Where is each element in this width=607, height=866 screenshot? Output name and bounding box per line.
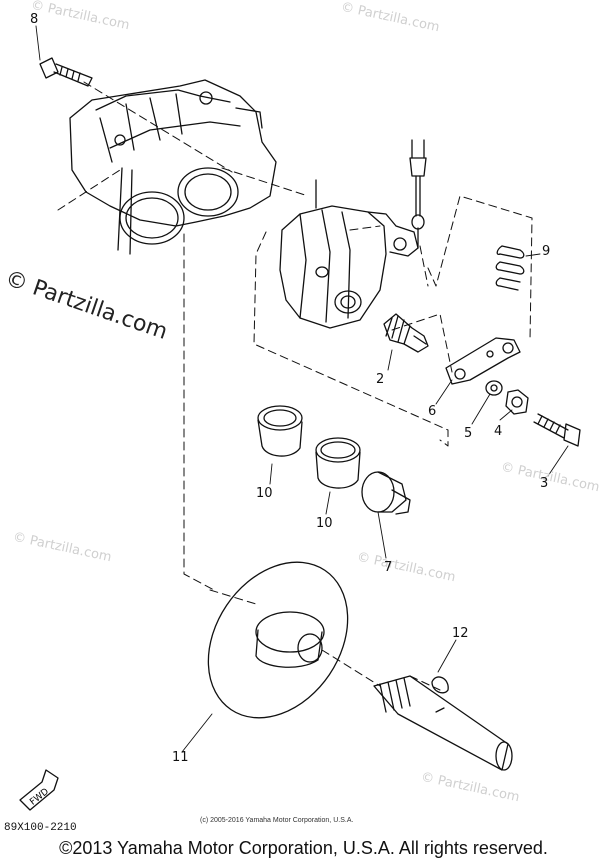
nut-4 [505, 389, 529, 415]
key-12 [431, 676, 449, 694]
lever-6 [445, 337, 521, 385]
callout-2: 2 [376, 372, 385, 387]
callout-8: 8 [30, 12, 39, 27]
small-copyright: (c) 2005-2016 Yamaha Motor Corporation, … [200, 817, 354, 824]
adjuster-screw-2 [383, 313, 429, 353]
engine-case [69, 79, 277, 255]
callout-7: 7 [384, 560, 393, 575]
ring-10b [315, 437, 361, 489]
callout-6: 6 [428, 404, 437, 419]
washer-5 [485, 380, 503, 396]
shaft [373, 675, 513, 771]
callout-10b: 10 [316, 516, 333, 531]
brake-disc-11 [207, 561, 349, 719]
footer-copyright: ©2013 Yamaha Motor Corporation, U.S.A. A… [59, 838, 548, 858]
piston-7 [361, 471, 411, 515]
fwd-arrow-icon [19, 769, 59, 811]
assembly-lines [57, 81, 533, 691]
leader-lines [35, 25, 569, 753]
spring-9 [495, 245, 525, 291]
callout-11: 11 [172, 750, 189, 765]
bolt-3 [533, 413, 581, 447]
caliper-body [279, 179, 419, 329]
callout-4: 4 [494, 424, 503, 439]
diagram-code: 89X100-2210 [4, 822, 77, 834]
callout-12: 12 [452, 626, 469, 641]
cable-end [409, 139, 427, 249]
callout-5: 5 [464, 426, 473, 441]
callout-9: 9 [542, 244, 551, 259]
callout-10a: 10 [256, 486, 273, 501]
callout-3: 3 [540, 476, 549, 491]
piston-10a [257, 405, 303, 457]
